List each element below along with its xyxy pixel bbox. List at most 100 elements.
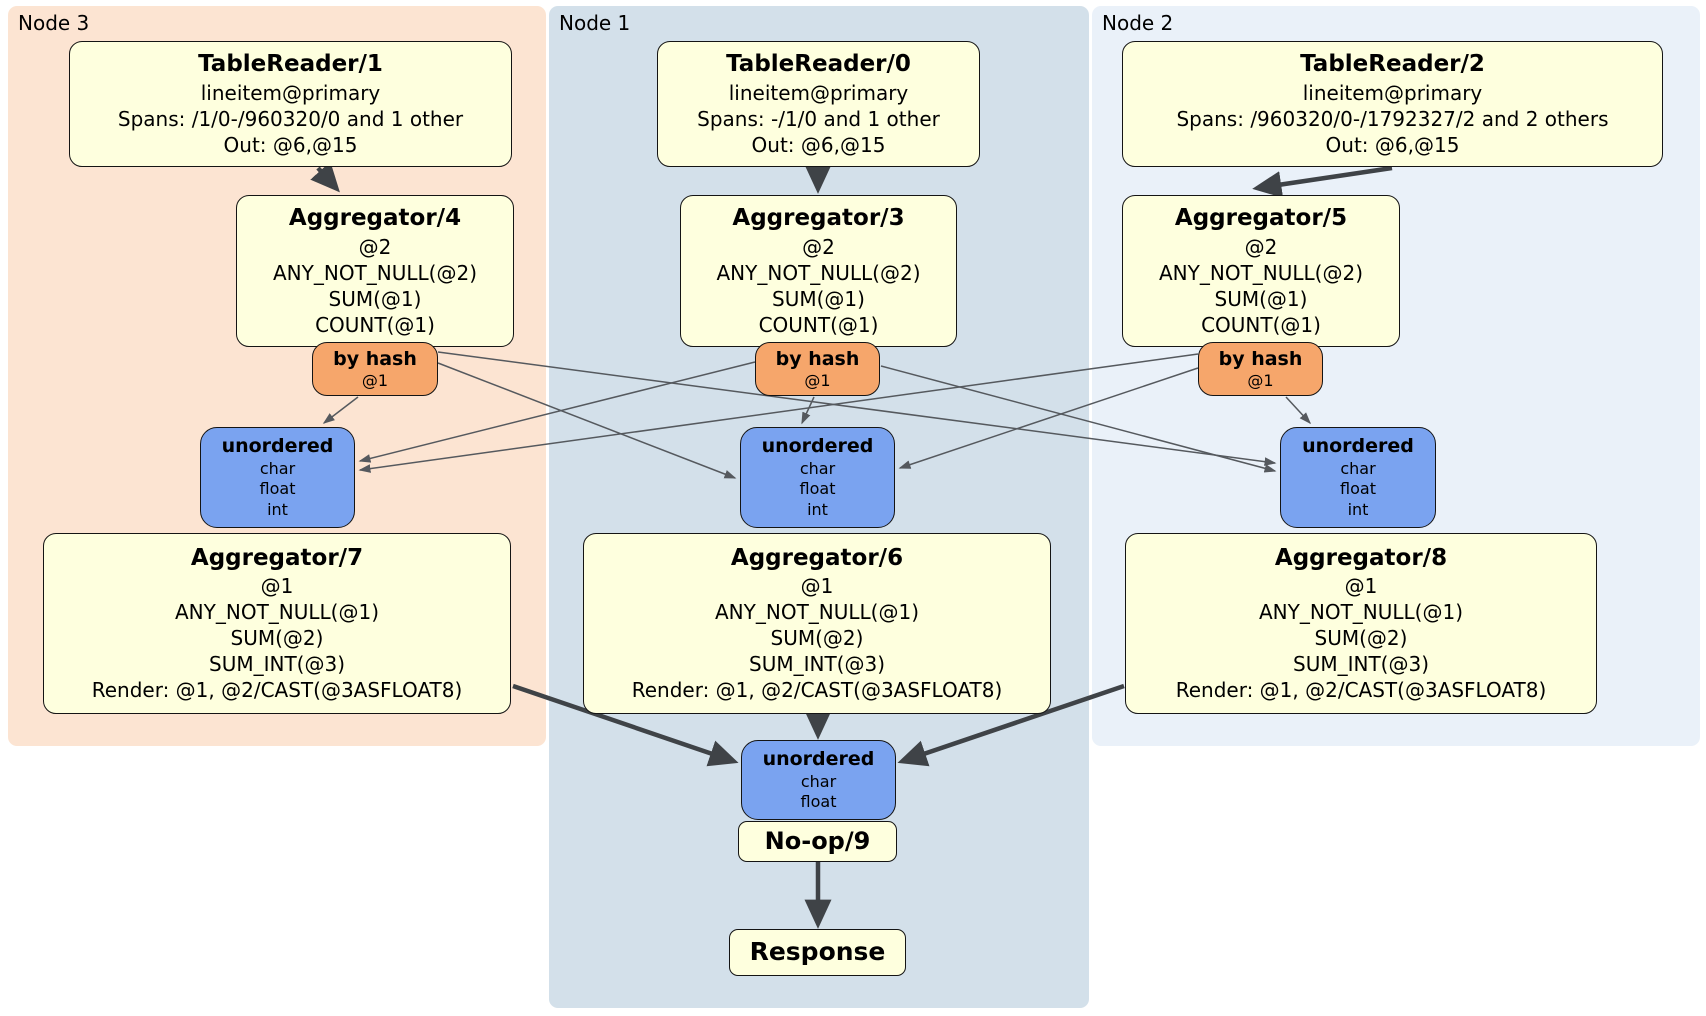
processor-detail: @1 [800, 574, 834, 599]
edge-router-right-to-sync-middle [898, 367, 1199, 469]
edge-router-left-to-sync-middle [437, 362, 737, 479]
sync-unordered-final: unordered char float [741, 740, 896, 820]
sync-type: char [1340, 458, 1376, 478]
processor-title: TableReader/2 [1300, 51, 1485, 78]
router-title: by hash [1218, 347, 1303, 370]
processor-detail: Spans: /960320/0-/1792327/2 and 2 others [1176, 106, 1609, 131]
processor-detail: lineitem@primary [200, 80, 381, 105]
processor-detail: Out: @6,@15 [223, 132, 358, 157]
processor-detail: ANY_NOT_NULL(@1) [1259, 600, 1463, 625]
sync-type: int [1347, 500, 1369, 520]
processor-title: Aggregator/3 [732, 205, 905, 232]
sync-title: unordered [762, 747, 875, 770]
edge-router-left-to-sync-right [437, 351, 1277, 466]
processor-tablereader-0: TableReader/0 lineitem@primary Spans: -/… [657, 41, 980, 167]
processor-detail: Out: @6,@15 [751, 132, 886, 157]
processor-title: TableReader/0 [726, 51, 911, 78]
sync-type: int [807, 500, 828, 520]
processor-title: Aggregator/7 [190, 544, 364, 571]
processor-detail: SUM(@2) [770, 626, 864, 651]
processor-title: Aggregator/6 [730, 544, 904, 571]
processor-detail: ANY_NOT_NULL(@2) [273, 260, 477, 285]
processor-aggregator-5: Aggregator/5 @2 ANY_NOT_NULL(@2) SUM(@1)… [1122, 195, 1400, 347]
router-by-hash-left: by hash @1 [312, 342, 438, 396]
processor-detail: SUM(@2) [230, 626, 324, 651]
processor-detail: COUNT(@1) [758, 312, 879, 337]
processor-detail: Spans: -/1/0 and 1 other [697, 106, 940, 131]
edge-router-left-to-sync-left [322, 396, 359, 424]
processor-detail: ANY_NOT_NULL(@2) [716, 260, 921, 285]
node-label: Node 2 [1102, 11, 1174, 35]
router-by-hash-right: by hash @1 [1198, 342, 1323, 396]
processor-title: Aggregator/4 [288, 205, 462, 232]
processor-aggregator-4: Aggregator/4 @2 ANY_NOT_NULL(@2) SUM(@1)… [236, 195, 514, 347]
processor-detail: SUM(@2) [1314, 626, 1408, 651]
processor-detail: SUM_INT(@3) [209, 652, 345, 677]
sync-title: unordered [221, 434, 334, 457]
edge-aggregator8-to-final-sync [897, 683, 1125, 767]
sync-title: unordered [761, 434, 874, 457]
processor-tablereader-2: TableReader/2 lineitem@primary Spans: /9… [1122, 41, 1663, 167]
edge-tablereader2-to-aggregator5 [1252, 165, 1393, 198]
sync-type: int [267, 500, 288, 520]
sync-unordered-right: unordered char float int [1280, 427, 1436, 528]
processor-detail: @2 [358, 234, 392, 259]
processor-title: No-op/9 [764, 826, 871, 855]
edge-router-middle-to-sync-left [358, 361, 756, 463]
processor-detail: COUNT(@1) [1201, 312, 1321, 337]
sync-type: float [800, 792, 837, 812]
processor-title: Response [749, 937, 886, 967]
processor-detail: Out: @6,@15 [1325, 132, 1460, 157]
processor-aggregator-7: Aggregator/7 @1 ANY_NOT_NULL(@1) SUM(@2)… [43, 533, 511, 714]
processor-noop-9: No-op/9 [738, 821, 897, 862]
processor-title: Aggregator/8 [1274, 544, 1448, 571]
processor-detail: COUNT(@1) [315, 312, 435, 337]
sync-type: char [259, 458, 296, 478]
processor-response: Response [729, 929, 906, 976]
edge-router-right-to-sync-right [1285, 396, 1312, 425]
node-label: Node 3 [18, 11, 90, 35]
edge-aggregator7-to-final-sync [512, 683, 739, 767]
processor-detail: SUM(@1) [772, 286, 865, 311]
processor-title: TableReader/1 [198, 51, 383, 78]
processor-aggregator-8: Aggregator/8 @1 ANY_NOT_NULL(@1) SUM(@2)… [1125, 533, 1597, 714]
processor-detail: @2 [802, 234, 835, 259]
processor-detail: @1 [260, 574, 294, 599]
sync-type: char [800, 771, 837, 791]
processor-detail: ANY_NOT_NULL(@1) [175, 600, 379, 625]
node-label: Node 1 [559, 11, 631, 35]
sync-type: float [259, 479, 296, 499]
router-detail: @1 [1247, 371, 1274, 391]
sync-unordered-left: unordered char float int [200, 427, 355, 528]
router-detail: @1 [361, 371, 389, 391]
processor-detail: ANY_NOT_NULL(@2) [1159, 260, 1363, 285]
processor-detail: SUM(@1) [328, 286, 422, 311]
processor-detail: @2 [1244, 234, 1278, 259]
processor-detail: @1 [1344, 574, 1378, 599]
processor-detail: Render: @1, @2/CAST(@3ASFLOAT8) [91, 678, 463, 703]
edge-router-middle-to-sync-right [880, 365, 1277, 473]
processor-detail: Spans: /1/0-/960320/0 and 1 other [117, 106, 464, 131]
sync-type: float [1340, 479, 1376, 499]
sync-type: float [799, 479, 836, 499]
router-title: by hash [333, 347, 417, 370]
processor-detail: ANY_NOT_NULL(@1) [715, 600, 919, 625]
sync-type: char [799, 458, 836, 478]
processor-detail: Render: @1, @2/CAST(@3ASFLOAT8) [1175, 678, 1547, 703]
processor-aggregator-6: Aggregator/6 @1 ANY_NOT_NULL(@1) SUM(@2)… [583, 533, 1051, 714]
processor-detail: SUM(@1) [1214, 286, 1308, 311]
sync-unordered-middle: unordered char float int [740, 427, 895, 528]
processor-aggregator-3: Aggregator/3 @2 ANY_NOT_NULL(@2) SUM(@1)… [680, 195, 957, 347]
processor-title: Aggregator/5 [1174, 205, 1348, 232]
router-detail: @1 [804, 371, 831, 391]
router-by-hash-middle: by hash @1 [755, 342, 880, 396]
processor-detail: SUM_INT(@3) [749, 652, 885, 677]
processor-detail: lineitem@primary [1302, 80, 1483, 105]
router-title: by hash [775, 347, 860, 370]
processor-detail: SUM_INT(@3) [1293, 652, 1429, 677]
edge-tablereader1-to-aggregator4 [310, 161, 340, 193]
sync-title: unordered [1302, 434, 1414, 457]
processor-tablereader-1: TableReader/1 lineitem@primary Spans: /1… [69, 41, 512, 167]
processor-detail: lineitem@primary [728, 80, 909, 105]
